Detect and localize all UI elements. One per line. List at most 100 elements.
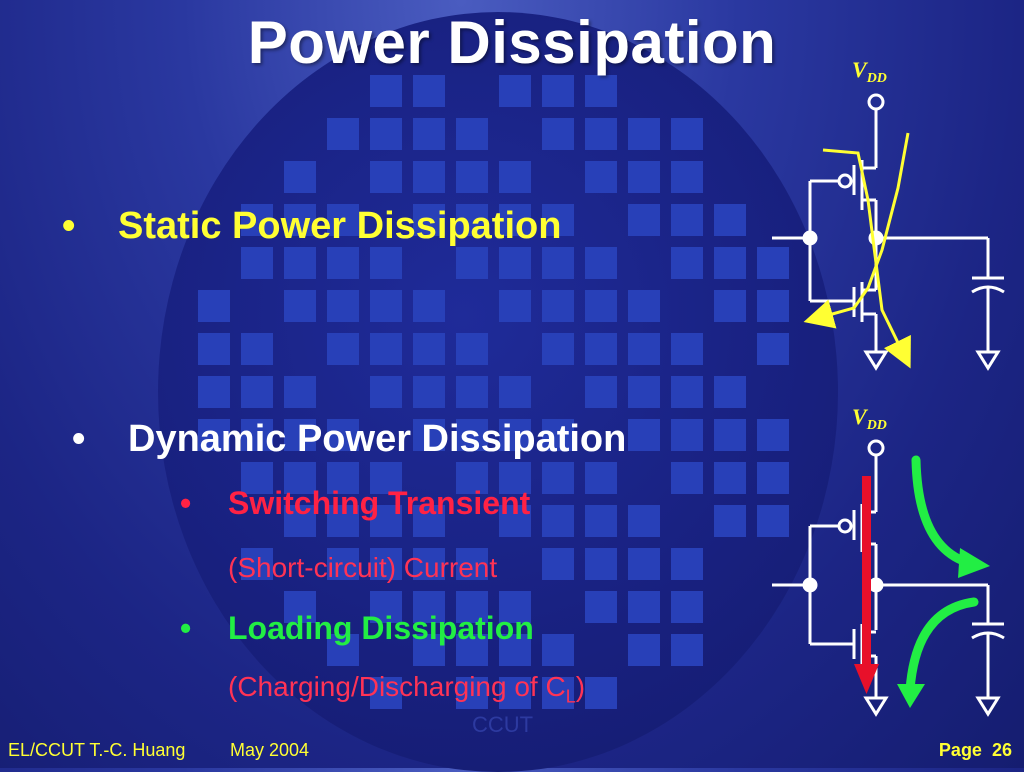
wafer-die xyxy=(241,462,273,494)
wafer-die xyxy=(714,462,746,494)
wafer-die xyxy=(585,118,617,150)
wafer-die xyxy=(241,204,273,236)
wafer-die xyxy=(413,634,445,666)
wafer-die xyxy=(284,591,316,623)
loading-subtext: (Charging/Discharging of CL) xyxy=(228,671,586,707)
wafer-die xyxy=(499,591,531,623)
wafer-die xyxy=(542,75,574,107)
wafer-die xyxy=(241,247,273,279)
wafer-die xyxy=(456,677,488,709)
wafer-die xyxy=(499,75,531,107)
wafer-die xyxy=(499,290,531,322)
wafer-die xyxy=(456,161,488,193)
wafer-die xyxy=(628,376,660,408)
wafer-die xyxy=(413,118,445,150)
wafer-die xyxy=(456,204,488,236)
wafer-die xyxy=(456,591,488,623)
wafer-die xyxy=(413,161,445,193)
bullet-dynamic-power: • Dynamic Power Dissipation xyxy=(72,418,626,461)
wafer-die xyxy=(499,204,531,236)
wafer-die xyxy=(671,118,703,150)
wafer-die xyxy=(456,118,488,150)
wafer-die xyxy=(671,548,703,580)
wafer-die xyxy=(585,75,617,107)
wafer-die xyxy=(714,376,746,408)
wafer-die xyxy=(585,376,617,408)
wafer-die xyxy=(284,247,316,279)
wafer-die xyxy=(456,247,488,279)
wafer-die xyxy=(542,505,574,537)
wafer-die xyxy=(413,548,445,580)
wafer-die xyxy=(499,419,531,451)
dynamic-power-label: Dynamic Power Dissipation xyxy=(128,418,627,460)
wafer-die xyxy=(542,634,574,666)
wafer-die xyxy=(542,118,574,150)
wafer-die xyxy=(327,290,359,322)
bottom-vdd-terminal xyxy=(867,439,885,457)
top-vdd-terminal xyxy=(867,93,885,111)
footer-date: May 2004 xyxy=(230,740,310,760)
wafer-die xyxy=(757,247,789,279)
wafer-die xyxy=(628,505,660,537)
wafer-die xyxy=(542,247,574,279)
wafer-die xyxy=(370,290,402,322)
wafer-die xyxy=(370,376,402,408)
discharge-arrowhead xyxy=(897,684,925,708)
wafer-die xyxy=(198,376,230,408)
top-vdd-label: VDD xyxy=(852,57,887,86)
wafer-die xyxy=(499,161,531,193)
wafer-die xyxy=(456,419,488,451)
charge-discharge-arrows xyxy=(905,455,979,695)
wafer-die xyxy=(671,419,703,451)
wafer-die xyxy=(198,419,230,451)
wafer-die xyxy=(628,591,660,623)
wafer-die xyxy=(413,505,445,537)
wafer-die xyxy=(671,161,703,193)
wafer-die xyxy=(714,204,746,236)
wafer-die xyxy=(370,462,402,494)
wafer-die xyxy=(499,462,531,494)
wafer-die xyxy=(628,419,660,451)
wafer-die xyxy=(284,161,316,193)
wafer-die xyxy=(671,634,703,666)
watermark-text: CCUT xyxy=(472,712,534,737)
wafer-die xyxy=(370,677,402,709)
wafer-die xyxy=(714,419,746,451)
wafer-die xyxy=(499,376,531,408)
wafer-die xyxy=(370,548,402,580)
bullet-marker: • xyxy=(72,418,86,460)
wafer-die xyxy=(542,204,574,236)
bullet-switching-transient: •Switching Transient xyxy=(180,485,530,522)
wafer-die xyxy=(671,333,703,365)
wafer-die xyxy=(757,290,789,322)
bullet-marker: • xyxy=(180,610,192,646)
wafer-die xyxy=(628,118,660,150)
wafer-die xyxy=(671,462,703,494)
wafer-die xyxy=(327,419,359,451)
wafer-die xyxy=(370,161,402,193)
wafer-die xyxy=(284,419,316,451)
wafer-die xyxy=(714,290,746,322)
wafer-die xyxy=(327,505,359,537)
wafer-die xyxy=(241,419,273,451)
wafer-die xyxy=(585,548,617,580)
wafer-background xyxy=(158,12,838,772)
wafer-die xyxy=(327,634,359,666)
wafer-die xyxy=(757,462,789,494)
wafer-die xyxy=(628,204,660,236)
wafer-die xyxy=(327,204,359,236)
wafer-die xyxy=(327,333,359,365)
page-number: 26 xyxy=(991,740,1012,760)
wafer-die xyxy=(628,161,660,193)
wafer-die xyxy=(757,505,789,537)
wafer-die xyxy=(284,376,316,408)
loading-dissipation-label: Loading Dissipation xyxy=(228,610,534,646)
wafer-die xyxy=(628,634,660,666)
wafer-die xyxy=(714,247,746,279)
wafer-die xyxy=(241,548,273,580)
wafer-die xyxy=(370,247,402,279)
wafer-die xyxy=(413,290,445,322)
wafer-die xyxy=(327,118,359,150)
wafer-die xyxy=(628,333,660,365)
